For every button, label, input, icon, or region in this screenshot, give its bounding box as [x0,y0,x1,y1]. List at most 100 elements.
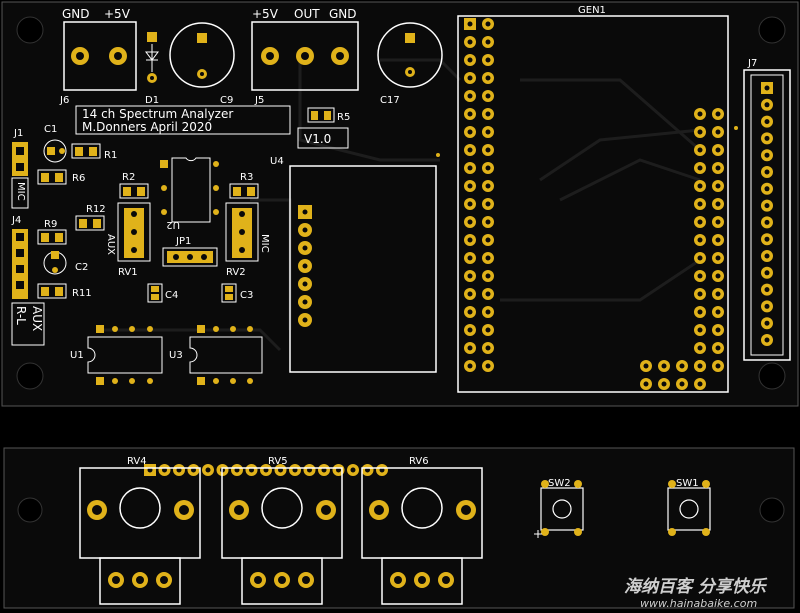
pad-hole [697,309,703,315]
j6-connector [63,21,137,91]
u2-ic [160,157,219,223]
pad-hole [485,273,491,279]
rv1-label: RV1 [118,267,138,278]
pad-hole [764,203,770,209]
pad-hole [467,291,473,297]
pad-hole [697,201,703,207]
gen1-bottom-header [640,360,706,390]
c1-label: C1 [44,124,57,135]
pad-hole [697,147,703,153]
jp1-jumper [162,247,218,267]
rv4-potentiometer [79,467,201,605]
u3-label: U3 [169,350,183,361]
c2-capacitor [43,251,67,275]
c3-capacitor [221,283,237,303]
pad-hole [679,363,685,369]
pad-hole [467,363,473,369]
r1-label: R1 [104,150,117,161]
mounting-hole-tl [16,16,44,44]
j5-connector [251,21,359,91]
pad-hole [467,219,473,225]
c2-label: C2 [75,262,88,273]
front-mounting-hole-left [17,497,43,523]
pad-hole [467,147,473,153]
gen1-left-header [464,18,494,372]
via [436,153,440,157]
pad-hole [764,219,770,225]
version-box [297,127,349,149]
aux-side-label: AUX [105,234,116,255]
pad-hole [764,320,770,326]
j5-gnd-label: GND [329,7,357,21]
r9-label: R9 [44,219,57,230]
pad-hole [764,85,770,91]
pad-hole [715,219,721,225]
u4-outline [289,165,437,373]
pad-hole [715,183,721,189]
pad-hole [715,327,721,333]
pad-hole [697,381,703,387]
pad-hole [697,183,703,189]
pad-hole [485,219,491,225]
pad-hole [467,183,473,189]
pad-hole [715,147,721,153]
r2-label: R2 [122,172,135,183]
pad-hole [764,119,770,125]
pad-hole [715,255,721,261]
rv6-label: RV6 [409,456,429,467]
j1-header [12,142,28,176]
pad-hole [467,327,473,333]
u4-label: U4 [270,156,284,167]
pad-hole [467,201,473,207]
pad-hole [467,93,473,99]
pad-hole [715,291,721,297]
c17-label: C17 [380,95,400,106]
pad-hole [485,363,491,369]
pad-hole [697,237,703,243]
pad-hole [715,165,721,171]
pad-hole [485,291,491,297]
c1-capacitor [43,139,67,163]
pad-hole [485,93,491,99]
pad-hole [485,75,491,81]
u1-label: U1 [70,350,84,361]
pad-hole [697,327,703,333]
pad-hole [467,273,473,279]
pad-hole [764,169,770,175]
r6-label: R6 [72,173,85,184]
r3-label: R3 [240,172,253,183]
r3-resistor [229,183,259,199]
c9-capacitor [169,22,235,88]
pad-hole [467,165,473,171]
pad-hole [697,273,703,279]
j7-inner [750,74,784,356]
pad-hole [764,253,770,259]
pad-hole [467,129,473,135]
d1-label: D1 [145,95,159,106]
mounting-hole-tr [758,16,786,44]
pad-hole [764,135,770,141]
sw2-switch [534,480,584,538]
pad-hole [467,237,473,243]
pad-hole [302,209,308,215]
r6-resistor [37,169,67,185]
gen1-right-header [694,108,724,372]
r1-resistor [71,143,101,159]
pad-hole [485,255,491,261]
pad-hole [661,381,667,387]
j4-label: J4 [11,215,21,226]
pad-hole [715,363,721,369]
u1-ic [87,325,163,385]
rl-label: R-L [14,306,28,325]
rv2-label: RV2 [226,267,246,278]
pad-hole [485,57,491,63]
pad-hole [679,381,685,387]
r5-label: R5 [337,112,350,123]
pad-hole [697,219,703,225]
c17-capacitor [377,22,443,88]
pad-hole [467,111,473,117]
gen1-label: GEN1 [578,5,606,16]
pad-hole [715,237,721,243]
